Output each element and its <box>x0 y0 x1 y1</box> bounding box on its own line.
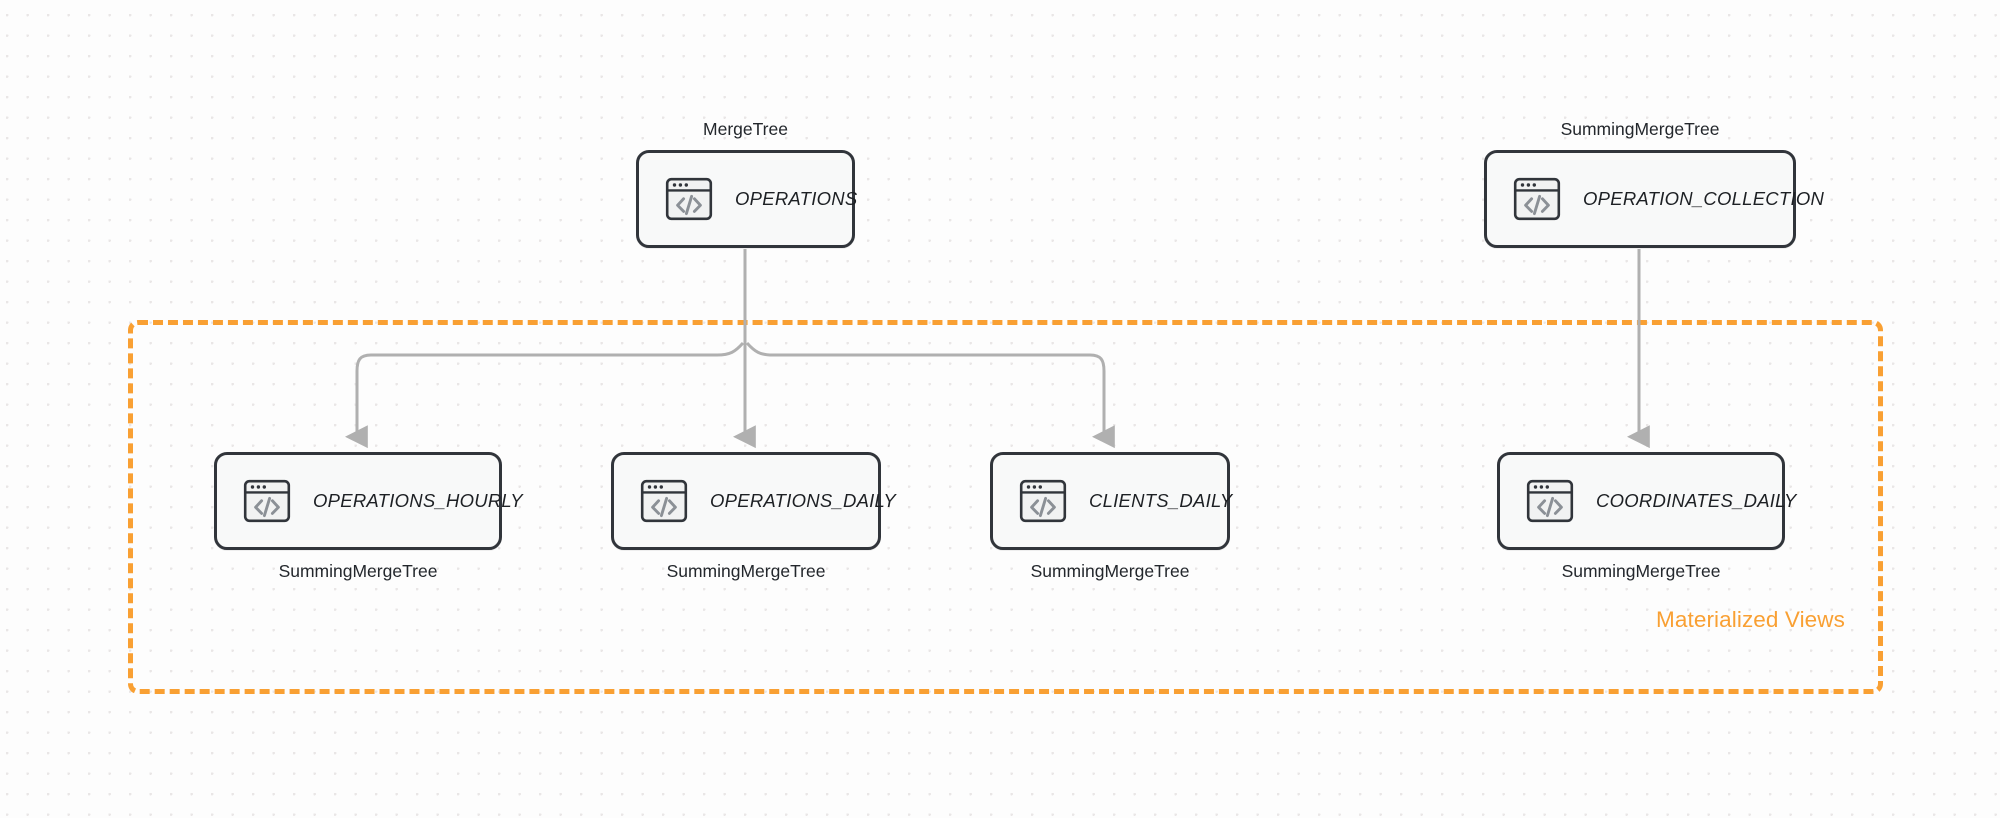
materialized-views-group <box>128 320 1883 694</box>
engine-label-operations_daily: SummingMergeTree <box>666 561 826 581</box>
table-name-label-operations: OPERATIONS <box>735 188 858 209</box>
code-window-icon <box>1526 479 1574 523</box>
table-name-label-clients_daily: CLIENTS_DAILY <box>1089 490 1233 511</box>
code-window-icon <box>1019 479 1067 523</box>
code-window-icon <box>243 479 291 523</box>
code-window-icon <box>640 479 688 523</box>
table-name-label-operation_collection: OPERATION_COLLECTION <box>1583 188 1825 209</box>
engine-label-coordinates_daily: SummingMergeTree <box>1561 561 1721 581</box>
table-name-label-operations_daily: OPERATIONS_DAILY <box>710 490 896 511</box>
code-window-icon <box>665 177 713 221</box>
table-name-label-operations_hourly: OPERATIONS_HOURLY <box>313 490 523 511</box>
code-window-icon <box>1513 177 1561 221</box>
engine-label-operation_collection: SummingMergeTree <box>1560 119 1720 139</box>
table-node-coordinates_daily[interactable]: COORDINATES_DAILY <box>1497 452 1796 550</box>
engine-label-operations_hourly: SummingMergeTree <box>278 561 438 581</box>
table-node-operations[interactable]: OPERATIONS <box>636 150 858 248</box>
table-node-operations_daily[interactable]: OPERATIONS_DAILY <box>611 452 896 550</box>
engine-label-operations: MergeTree <box>703 119 788 139</box>
engine-label-clients_daily: SummingMergeTree <box>1030 561 1190 581</box>
table-node-operations_hourly[interactable]: OPERATIONS_HOURLY <box>214 452 523 550</box>
table-name-label-coordinates_daily: COORDINATES_DAILY <box>1596 490 1797 511</box>
materialized-views-group-label: Materialized Views <box>1656 607 1845 632</box>
table-node-operation_collection[interactable]: OPERATION_COLLECTION <box>1484 150 1824 248</box>
table-node-clients_daily[interactable]: CLIENTS_DAILY <box>990 452 1233 550</box>
